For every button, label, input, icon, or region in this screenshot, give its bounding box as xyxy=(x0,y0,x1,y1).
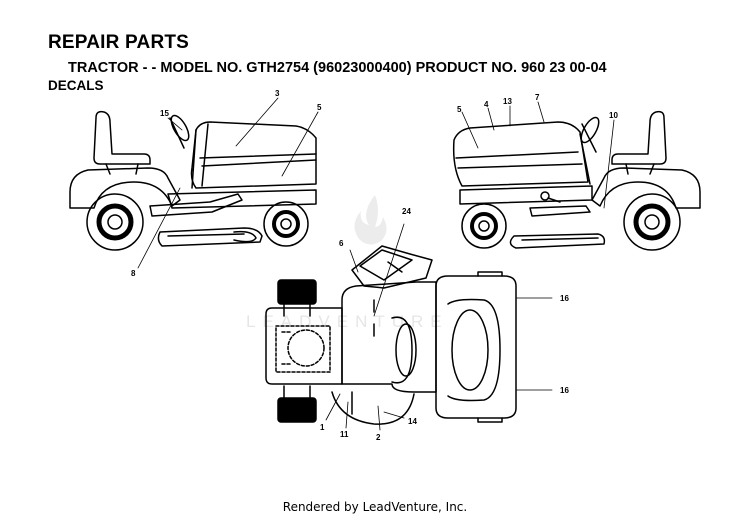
mower-deck-right xyxy=(509,233,606,249)
hood xyxy=(190,121,317,189)
tractor-left-side-view xyxy=(69,97,319,269)
tractor-right-side-view xyxy=(452,101,701,251)
model-subtitle: TRACTOR - - MODEL NO. GTH2754 (960230004… xyxy=(68,60,607,76)
callout-3: 3 xyxy=(275,89,280,98)
seat-right xyxy=(611,110,667,165)
callout-13: 13 xyxy=(503,97,512,106)
callout-15: 15 xyxy=(160,109,169,118)
mower-deck xyxy=(157,227,263,247)
flame-logo-icon xyxy=(354,195,387,245)
callout-11: 11 xyxy=(340,430,349,439)
watermark: LEADVENTURE xyxy=(246,195,449,331)
page-title: REPAIR PARTS xyxy=(48,32,190,53)
rear-fender xyxy=(69,167,181,209)
callout-6: 6 xyxy=(339,239,344,248)
callout-1: 1 xyxy=(320,423,325,432)
rear-fender-right xyxy=(591,167,701,209)
callout-5-left: 5 xyxy=(317,103,322,112)
callout-14: 14 xyxy=(408,417,417,426)
footer-credit: Rendered by LeadVenture, Inc. xyxy=(282,500,468,514)
tractor-top-view xyxy=(265,223,553,431)
watermark-text: LEADVENTURE xyxy=(246,312,449,331)
section-label: DECALS xyxy=(48,78,104,93)
callout-8: 8 xyxy=(131,269,136,278)
callout-5-right: 5 xyxy=(457,105,462,114)
callout-24: 24 xyxy=(402,207,411,216)
callout-16-top: 16 xyxy=(560,294,569,303)
seat xyxy=(93,110,151,165)
hood-right xyxy=(452,121,589,187)
seat-top xyxy=(351,245,433,289)
hood-top xyxy=(435,275,517,419)
callout-10: 10 xyxy=(609,111,618,120)
callout-7: 7 xyxy=(535,93,540,102)
callout-2: 2 xyxy=(376,433,381,442)
callout-16-bottom: 16 xyxy=(560,386,569,395)
callout-labels: 3 15 5 8 5 4 13 7 10 24 6 16 16 1 11 2 1… xyxy=(131,89,618,442)
callout-4: 4 xyxy=(484,100,489,109)
